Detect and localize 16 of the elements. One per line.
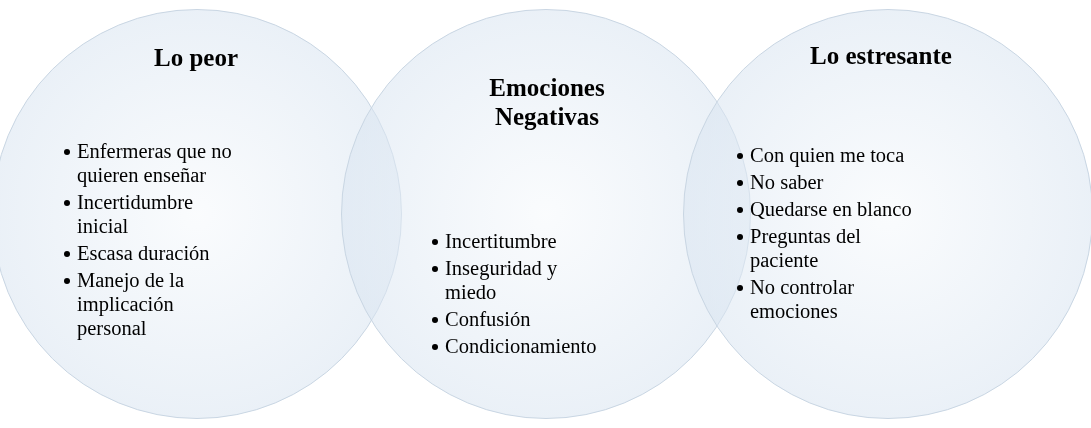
bullet-text: Incertidumbre inicial: [77, 191, 194, 237]
bullet-text: Condicionamiento: [445, 335, 597, 357]
bullet-text: Con quien me toca: [750, 144, 905, 166]
bullet-text: Escasa duración: [77, 242, 210, 264]
bullet-text: No controlar emociones: [750, 276, 855, 322]
bullet-text: Preguntas del paciente: [750, 225, 862, 271]
bullet-text: Confusión: [445, 308, 531, 330]
bullet-text: Inseguridad y miedo: [445, 257, 558, 303]
bullet-text: Manejo de la implicación personal: [77, 269, 184, 339]
bullet-text: Quedarse en blanco: [750, 198, 912, 220]
bullet-text: Incertitumbre: [445, 230, 557, 252]
bullet-text: Enfermeras que no quieren enseñar: [77, 140, 232, 186]
circle-heading: Emociones Negativas: [488, 73, 606, 131]
bullet-text: No saber: [750, 171, 824, 193]
circle-heading: Lo estresante: [809, 41, 953, 70]
circle-heading: Lo peor: [153, 43, 239, 72]
